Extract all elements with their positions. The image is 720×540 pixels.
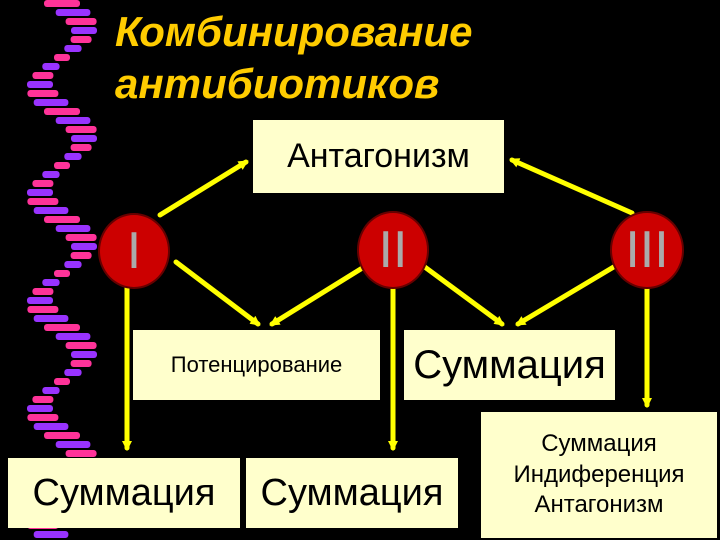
arrow-group3-to-antagonism: [512, 160, 632, 213]
slide-title: Комбинирование антибиотиков: [115, 6, 675, 110]
group-1-circle: I: [98, 213, 170, 289]
antagonism-box: Антагонизм: [253, 120, 504, 193]
summation-left-box: Суммация: [8, 458, 240, 528]
arrow-group2-to-potentiation: [272, 262, 372, 324]
potentiation-box: Потенцирование: [133, 330, 380, 400]
group-2-circle: II: [357, 211, 429, 289]
combined-effects-label: Суммация Индиференция Антагонизм: [513, 429, 684, 521]
summation-mid-box: Суммация: [404, 330, 615, 400]
potentiation-label: Потенцирование: [171, 352, 343, 378]
antagonism-label: Антагонизм: [287, 137, 470, 176]
summation-mid-label: Суммация: [413, 343, 606, 388]
summation-center-label: Суммация: [261, 472, 444, 515]
summation-left-label: Суммация: [33, 472, 216, 515]
arrow-group2-to-summation: [418, 262, 502, 324]
group-1-label: I: [127, 225, 141, 277]
group-2-label: II: [379, 224, 408, 276]
combined-effects-box: Суммация Индиференция Антагонизм: [481, 412, 717, 538]
arrow-group1-to-antagonism: [160, 162, 246, 215]
arrow-group3-to-summation: [518, 262, 622, 324]
summation-center-box: Суммация: [246, 458, 458, 528]
group-3-circle: III: [610, 211, 684, 289]
arrow-group1-to-potentiation: [176, 262, 258, 324]
group-3-label: III: [625, 224, 668, 276]
